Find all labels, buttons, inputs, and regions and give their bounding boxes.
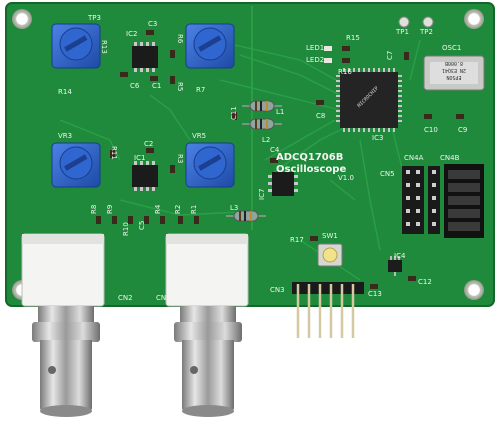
silk-r17: R17 [290, 236, 304, 244]
mounting-hole [464, 9, 484, 29]
bnc-connector-cn2[interactable] [165, 233, 249, 417]
potentiometer-vr-top-right[interactable] [185, 23, 235, 69]
silk-r10: R10 [122, 222, 130, 236]
mounting-hole [464, 280, 484, 300]
silk-r8: R8 [90, 205, 98, 214]
cn3-pin-header[interactable] [292, 282, 364, 338]
silk-vr5: VR5 [192, 132, 206, 140]
sw1-button[interactable] [317, 243, 343, 267]
silk-c13: C13 [368, 290, 382, 298]
cn5-header[interactable] [402, 166, 424, 234]
silk-l2: L2 [262, 136, 270, 144]
silk-c11: C11 [230, 106, 238, 120]
silk-c8: C8 [316, 112, 325, 120]
silk-r1: R1 [190, 205, 198, 214]
board-product-line2: Oscilloscope [276, 164, 346, 175]
silk-r14: R14 [58, 88, 72, 96]
silk-cn1: CN [156, 294, 166, 302]
led1 [324, 46, 332, 51]
silk-r16: R16 [338, 68, 352, 76]
silk-ic4: IC4 [394, 252, 406, 260]
cn4b-socket[interactable] [444, 164, 484, 238]
mounting-hole [12, 9, 32, 29]
potentiometer-vr3[interactable] [51, 142, 101, 188]
inductor-l1 [242, 100, 282, 112]
test-point-tp1 [398, 16, 410, 28]
bnc-connector-cn1[interactable] [21, 233, 105, 417]
silk-ic7: IC7 [258, 189, 266, 200]
osc1-marking-3: 8.000B [445, 60, 463, 66]
smd-components [96, 30, 464, 289]
ic3-microcontroller: MICROCHIP [336, 68, 402, 132]
silk-cn4a: CN4A [404, 154, 424, 162]
ic4-regulator [388, 256, 402, 276]
silk-vr3: VR3 [58, 132, 72, 140]
silk-led2: LED2 [306, 56, 324, 64]
silk-ic2: IC2 [126, 30, 137, 38]
silk-r7: R7 [196, 86, 205, 94]
led2 [324, 58, 332, 63]
silk-r2: R2 [174, 205, 182, 214]
silk-r4: R4 [154, 204, 162, 214]
silk-cn5: CN5 [380, 170, 395, 178]
inductor-l2 [242, 118, 282, 130]
board-product-name: ADCQ1706B [276, 152, 343, 163]
ic2-chip [132, 42, 158, 72]
silk-c6: C6 [130, 82, 140, 90]
ic7-chip [268, 172, 298, 196]
silk-c10: C10 [424, 126, 438, 134]
silk-c4: C4 [270, 146, 280, 154]
silk-r6: R6 [176, 34, 184, 44]
silk-cn4b: CN4B [440, 154, 460, 162]
silk-tp3: TP3 [87, 14, 101, 22]
cn4a-header[interactable] [428, 166, 440, 234]
silk-ic1: IC1 [134, 154, 145, 162]
silk-c5: C5 [138, 221, 146, 230]
silk-r11: R11 [110, 146, 118, 160]
silk-c9: C9 [458, 126, 467, 134]
silk-tp2: TP2 [419, 28, 433, 36]
osc1-crystal: EPSON 2N E3Q41 8.000B [423, 55, 485, 91]
silk-r3: R3 [176, 154, 184, 163]
silk-c3: C3 [148, 20, 157, 28]
silk-tp1: TP1 [395, 28, 409, 36]
silk-c2: C2 [144, 140, 153, 148]
board-version: V1.0 [338, 174, 354, 182]
silk-osc1: OSC1 [442, 44, 461, 52]
silk-r5: R5 [176, 82, 184, 91]
silk-cn3: CN3 [270, 286, 285, 294]
osc1-marking-1: EPSON [446, 74, 461, 80]
silk-r15: R15 [346, 34, 360, 42]
silk-r9: R9 [106, 205, 114, 214]
silk-r13: R13 [100, 40, 108, 54]
osc1-marking-2: 2N E3Q41 [442, 67, 466, 73]
silk-led1: LED1 [306, 44, 324, 52]
silk-l1: L1 [276, 108, 284, 116]
silk-cn2: CN2 [118, 294, 133, 302]
ic1-chip [132, 161, 158, 191]
potentiometer-vr-top-left[interactable] [51, 23, 101, 69]
silk-l3: L3 [230, 204, 238, 212]
silk-sw1: SW1 [322, 232, 338, 240]
silk-c1: C1 [152, 82, 161, 90]
test-point-tp2 [422, 16, 434, 28]
potentiometer-vr5[interactable] [185, 142, 235, 188]
inductor-l3 [226, 210, 266, 222]
silk-ic3: IC3 [372, 134, 383, 142]
silk-c7: C7 [386, 51, 394, 60]
silk-c12: C12 [418, 278, 432, 286]
